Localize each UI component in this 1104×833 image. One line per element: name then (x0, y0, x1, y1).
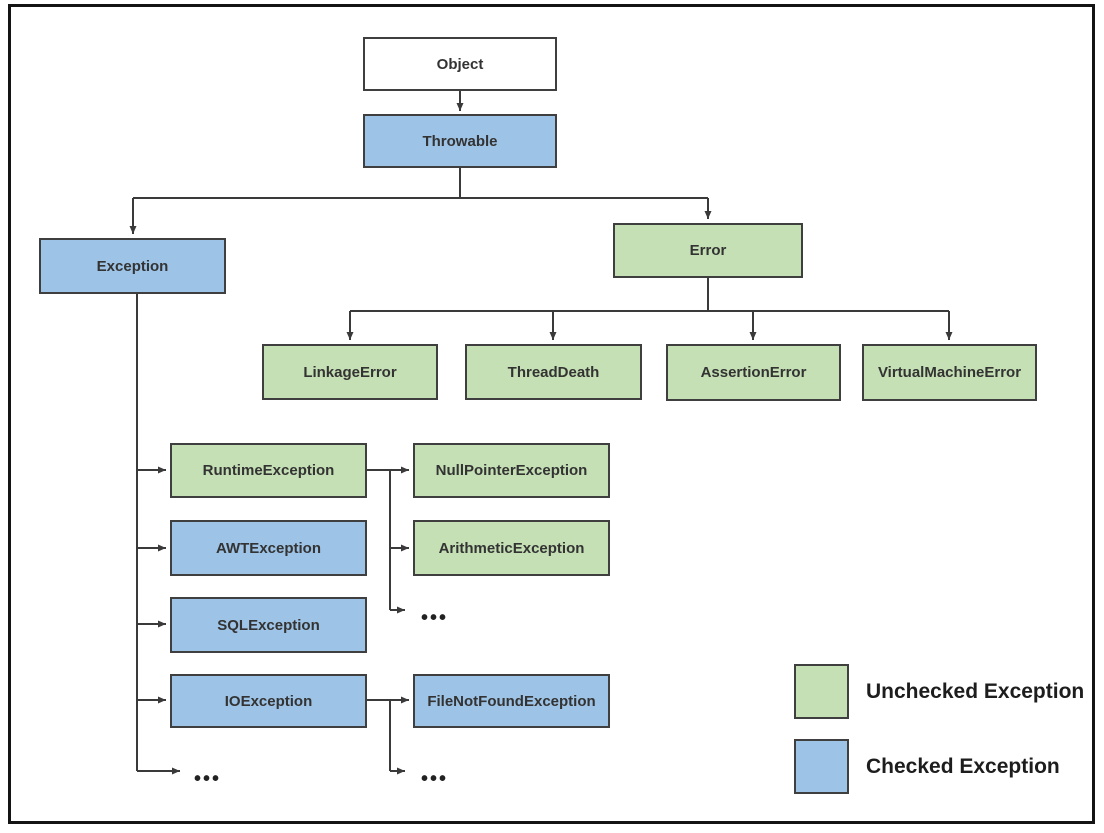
node-sql-exception: SQLException (170, 597, 367, 653)
node-object: Object (363, 37, 557, 91)
node-virtual-machine-error: VirtualMachineError (862, 344, 1037, 401)
node-error: Error (613, 223, 803, 278)
node-null-pointer-exception: NullPointerException (413, 443, 610, 498)
node-throwable: Throwable (363, 114, 557, 168)
node-io-exception: IOException (170, 674, 367, 728)
legend-checked-swatch (794, 739, 849, 794)
node-awt-exception: AWTException (170, 520, 367, 576)
node-arithmetic-exception: ArithmeticException (413, 520, 610, 576)
node-file-not-found-exception: FileNotFoundException (413, 674, 610, 728)
legend-unchecked-label: Unchecked Exception (866, 679, 1085, 703)
ellipsis-exception-more: ••• (194, 768, 222, 790)
node-linkage-error: LinkageError (262, 344, 438, 400)
node-thread-death: ThreadDeath (465, 344, 642, 400)
node-runtime-exception: RuntimeException (170, 443, 367, 498)
ellipsis-io-more: ••• (421, 768, 449, 790)
legend-row-unchecked: Unchecked Exception (794, 664, 1084, 719)
legend-unchecked-swatch (794, 664, 849, 719)
ellipsis-runtime-more: ••• (421, 607, 449, 629)
legend-row-checked: Checked Exception (794, 739, 1060, 794)
node-exception: Exception (39, 238, 226, 294)
legend-checked-label: Checked Exception (866, 754, 1060, 778)
node-assertion-error: AssertionError (666, 344, 841, 401)
